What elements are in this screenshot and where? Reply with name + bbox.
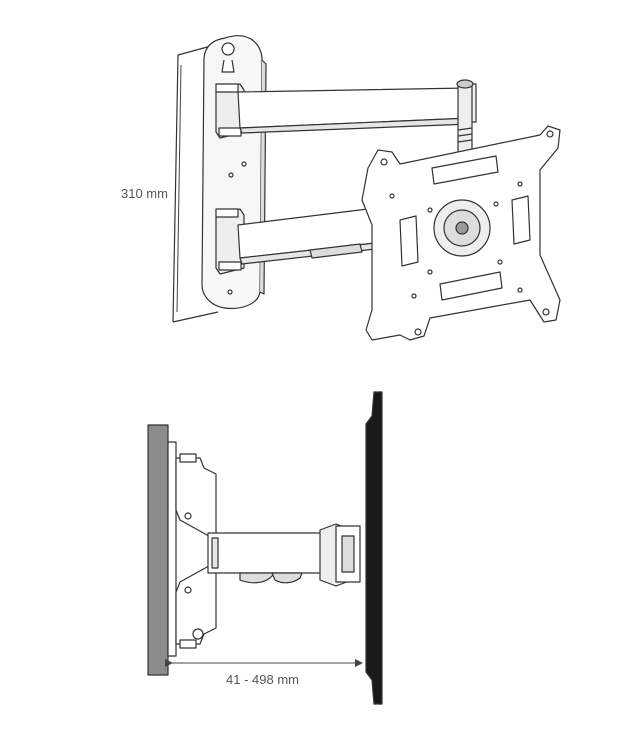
tv-panel <box>365 391 383 705</box>
bracket-bolt <box>184 512 192 520</box>
depth-dimension: 41 - 498 mm <box>165 659 363 687</box>
vesa-slot <box>439 271 503 301</box>
height-dimension-line <box>176 64 182 313</box>
vesa-center-bolt <box>455 221 469 235</box>
vesa-hole <box>427 207 433 213</box>
wall-plate-profile <box>167 441 177 657</box>
keyhole-slot <box>221 42 235 73</box>
tilt-head-inner <box>341 535 355 573</box>
side-arm-clip <box>239 572 276 584</box>
vesa-slot <box>399 215 419 267</box>
vesa-hole <box>493 201 499 207</box>
wall-edge-line <box>172 54 179 323</box>
wall-bottom-line <box>172 311 219 323</box>
vesa-hole <box>542 308 550 316</box>
side-view <box>147 391 383 705</box>
vesa-hole <box>517 181 523 187</box>
pole-thread <box>457 139 473 143</box>
vesa-hole <box>546 130 554 138</box>
bracket-bolt <box>184 586 192 594</box>
pole-cap <box>456 79 474 89</box>
upper-bracket-cap <box>179 453 197 463</box>
vesa-hole <box>389 193 395 199</box>
vesa-slot <box>511 195 531 245</box>
height-dimension-label: 310 mm <box>121 186 168 201</box>
isometric-view: 310 mm <box>121 35 561 341</box>
side-arm <box>207 532 327 574</box>
side-arm-clip <box>271 572 303 584</box>
vesa-hole <box>380 158 388 166</box>
plate-hole <box>228 172 234 178</box>
lower-hinge <box>215 208 245 275</box>
vesa-slot <box>431 155 499 185</box>
plate-hole <box>241 161 247 167</box>
pole-thread <box>457 127 473 131</box>
lower-hinge-cap <box>215 208 239 218</box>
lower-hinge-cap-bottom <box>218 261 242 271</box>
vesa-hole <box>411 293 417 299</box>
bracket-bolt <box>192 628 204 640</box>
side-arm-shade <box>211 537 219 569</box>
lower-arm-strut <box>309 243 363 259</box>
vesa-hole <box>427 269 433 275</box>
pole-thread <box>457 133 473 137</box>
upper-hinge-cap <box>215 83 239 93</box>
vesa-hole <box>414 328 422 336</box>
vesa-hole <box>517 287 523 293</box>
wall-block <box>147 424 169 676</box>
plate-hole <box>227 289 233 295</box>
vesa-hole <box>497 259 503 265</box>
lower-bracket-cap <box>179 639 197 649</box>
depth-dimension-label: 41 - 498 mm <box>226 672 299 687</box>
upper-bracket <box>175 457 217 541</box>
upper-hinge-cap-bottom <box>218 127 242 137</box>
